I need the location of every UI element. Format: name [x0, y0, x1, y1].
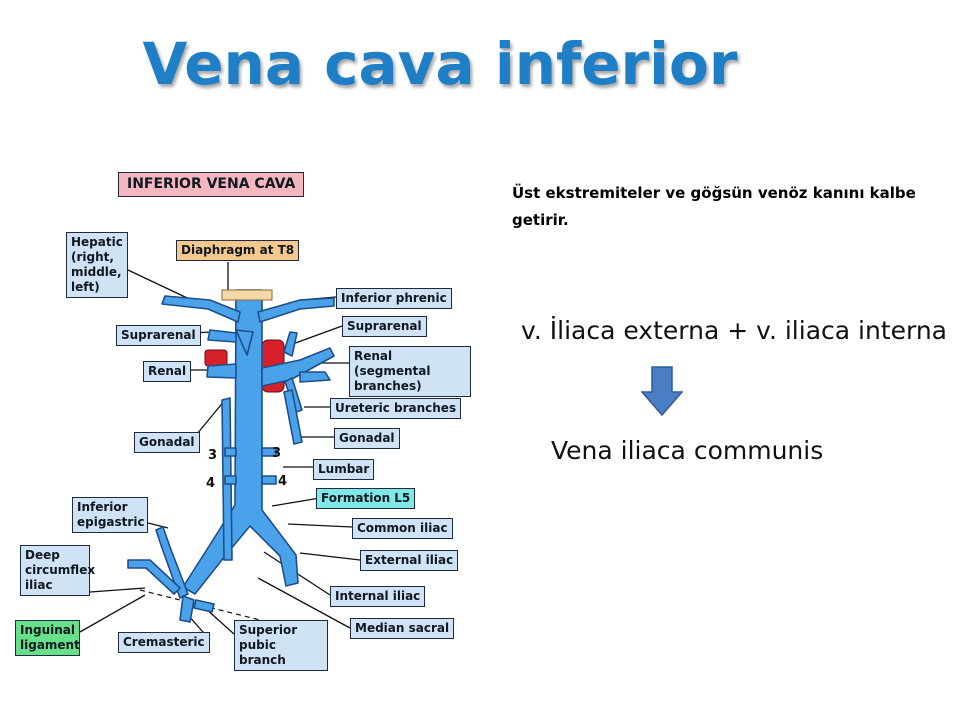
label-lumbar: Lumbar: [313, 459, 375, 480]
veins: [127, 289, 335, 623]
diagram-heading: INFERIOR VENA CAVA: [118, 172, 305, 197]
ivc-illustration: [79, 262, 361, 641]
label-internal-iliac: Internal iliac: [330, 586, 426, 607]
diaphragm-band: [221, 289, 273, 301]
label-suprarenal-right: Suprarenal: [342, 316, 427, 337]
down-arrow-icon: [641, 366, 683, 416]
label-superior-pubic-branch: Superior pubic branch: [234, 620, 328, 671]
lumbar-number-left-4: 4: [206, 476, 216, 491]
label-hepatic: Hepatic (right, middle, left): [66, 232, 128, 298]
label-diaphragm: Diaphragm at T8: [176, 240, 300, 261]
lumbar-number-left-3: 3: [208, 448, 218, 463]
slide-title: Vena cava inferior: [142, 30, 738, 98]
label-common-iliac: Common iliac: [352, 518, 453, 539]
label-median-sacral: Median sacral: [350, 618, 455, 639]
label-renal-left: Renal: [143, 361, 192, 382]
label-renal-segmental: Renal (segmental branches): [349, 346, 471, 397]
label-inferior-epigastric: Inferior epigastric: [72, 497, 148, 533]
leader-lines: [79, 262, 361, 641]
label-external-iliac: External iliac: [360, 550, 459, 571]
ivc-diagram: INFERIOR VENA CAVA Hepatic (right, middl…: [15, 172, 471, 671]
result-text: Vena iliaca communis: [551, 436, 824, 465]
label-inferior-phrenic: Inferior phrenic: [336, 288, 452, 309]
label-ureteric-branches: Ureteric branches: [330, 398, 462, 419]
label-gonadal-right: Gonadal: [334, 428, 400, 449]
label-suprarenal-left: Suprarenal: [116, 325, 201, 346]
label-deep-circumflex-iliac: Deep circumflex iliac: [20, 545, 95, 596]
lumbar-number-right-3: 3: [272, 446, 282, 461]
label-inguinal-ligament: Inguinal ligament: [15, 620, 80, 656]
artery-left: [204, 349, 228, 367]
label-formation-l5: Formation L5: [316, 488, 416, 509]
formula-text: v. İliaca externa + v. iliaca interna: [521, 316, 948, 345]
lumbar-number-right-4: 4: [278, 474, 288, 489]
description-text: Üst ekstremiteler ve göğsün venöz kanını…: [512, 184, 916, 229]
label-gonadal-left: Gonadal: [134, 432, 200, 453]
label-cremasteric: Cremasteric: [118, 632, 210, 653]
